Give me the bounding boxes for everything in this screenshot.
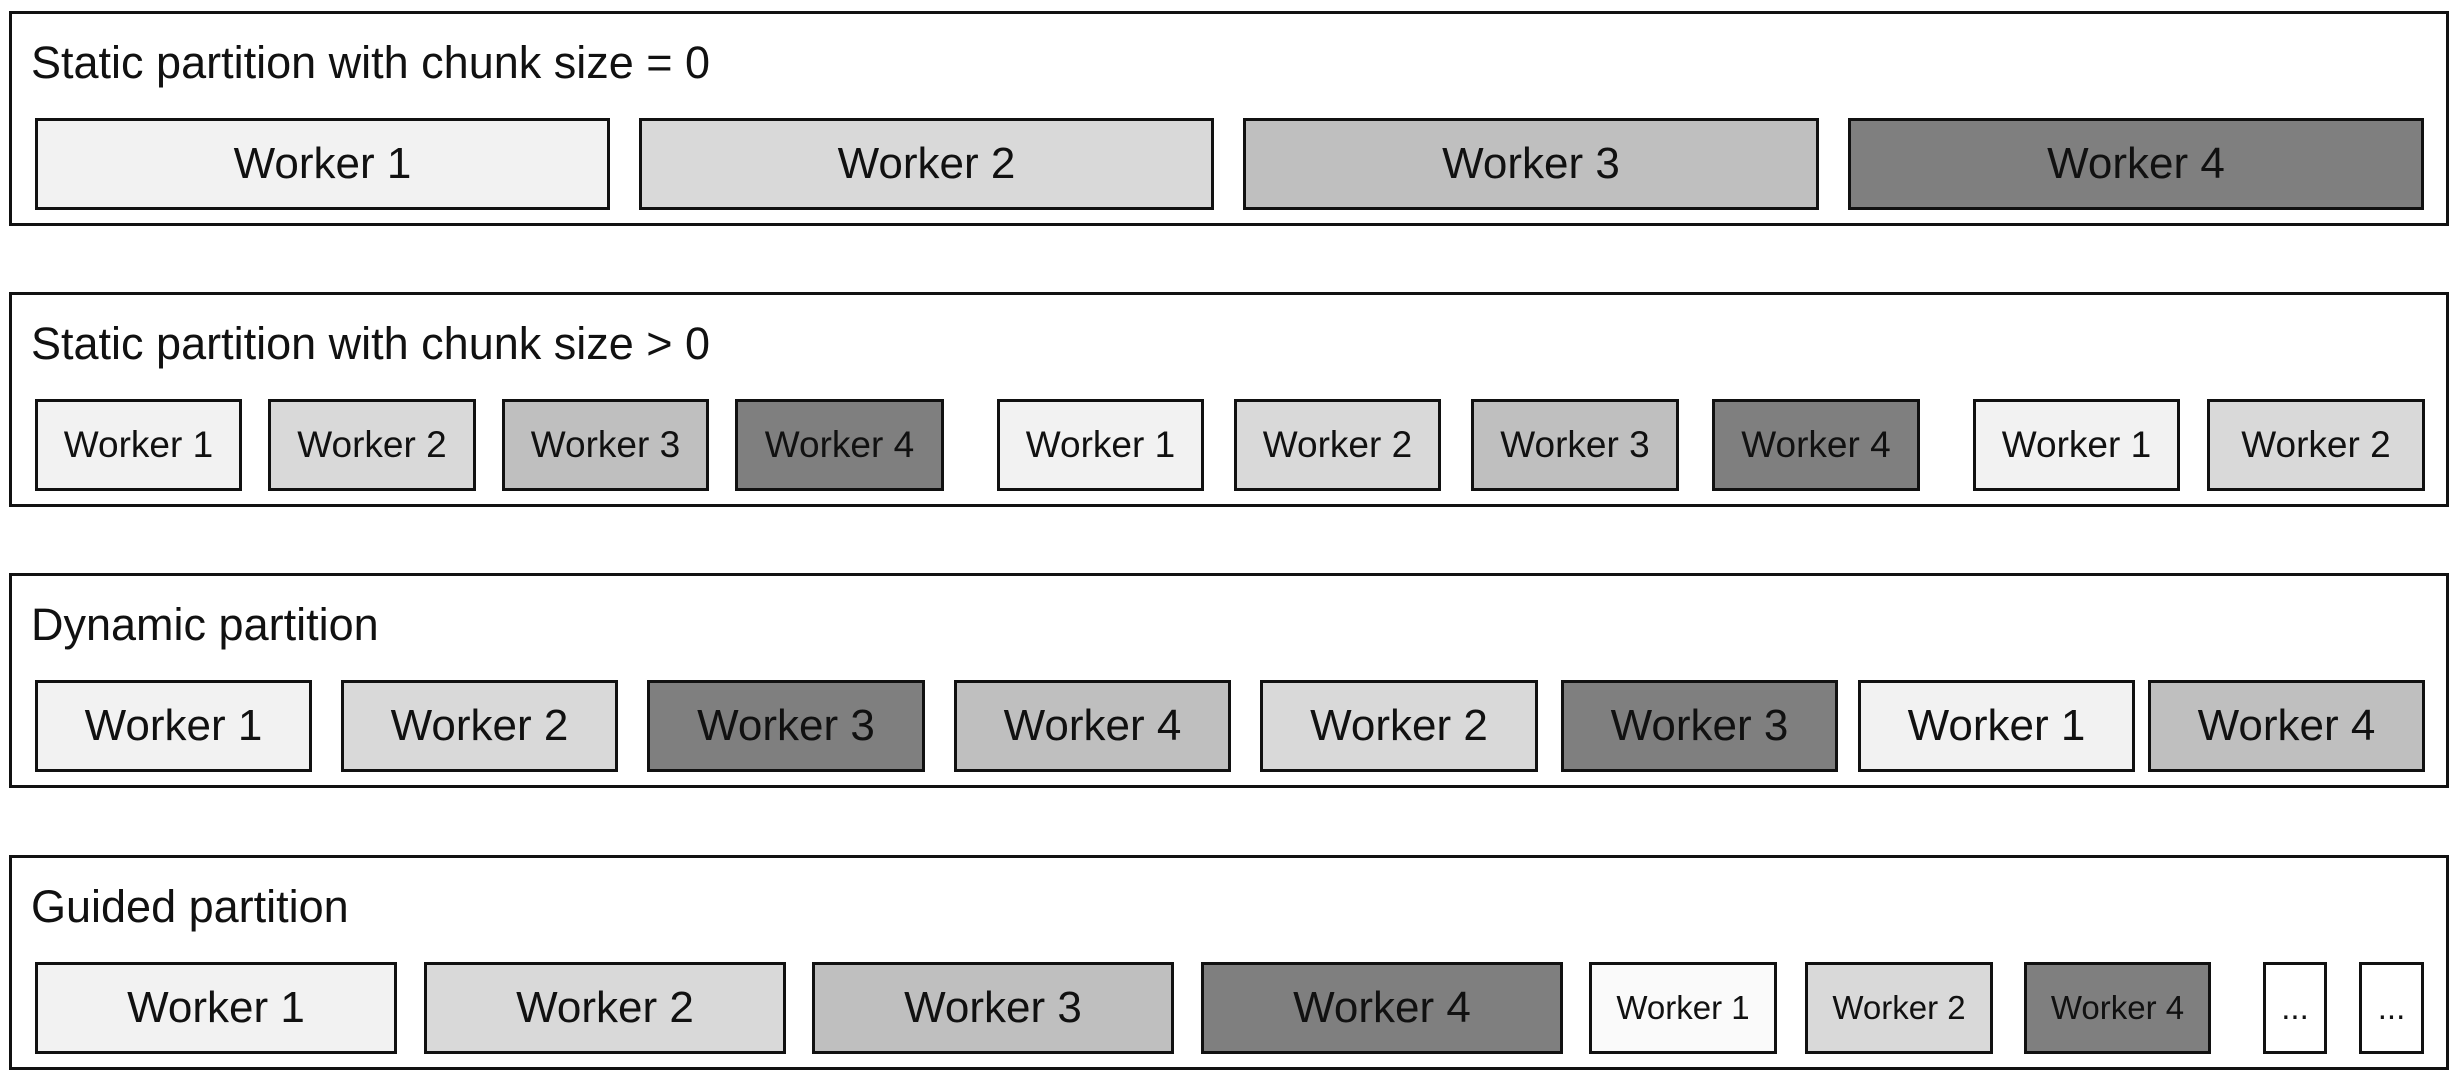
worker-3-block: Worker 3 xyxy=(1561,680,1838,772)
worker-1-block: Worker 1 xyxy=(1589,962,1777,1054)
panel-title: Guided partition xyxy=(31,881,349,932)
worker-1-block: Worker 1 xyxy=(1858,680,2135,772)
worker-3-block: Worker 3 xyxy=(502,399,709,491)
panel-title: Dynamic partition xyxy=(31,599,379,650)
worker-1-block: Worker 1 xyxy=(997,399,1204,491)
worker-1-block: Worker 1 xyxy=(35,680,312,772)
worker-3-block: Worker 3 xyxy=(1471,399,1679,491)
worker-4-block: Worker 4 xyxy=(2024,962,2211,1054)
worker-2-block: Worker 2 xyxy=(639,118,1214,210)
worker-1-block: Worker 1 xyxy=(35,399,242,491)
worker-3-block: Worker 3 xyxy=(1243,118,1819,210)
worker-4-block: Worker 4 xyxy=(2148,680,2425,772)
panel-title: Static partition with chunk size = 0 xyxy=(31,37,711,88)
worker-3-block: Worker 3 xyxy=(812,962,1174,1054)
worker-2-block: Worker 2 xyxy=(1805,962,1993,1054)
worker-2-block: Worker 2 xyxy=(2207,399,2425,491)
guided-partition-panel: Guided partition Worker 1 Worker 2 Worke… xyxy=(9,855,2449,1070)
worker-2-block: Worker 2 xyxy=(1234,399,1441,491)
panel-title: Static partition with chunk size > 0 xyxy=(31,318,711,369)
worker-2-block: Worker 2 xyxy=(424,962,786,1054)
ellipsis-block: ... xyxy=(2359,962,2424,1054)
worker-4-block: Worker 4 xyxy=(1201,962,1563,1054)
ellipsis-block: ... xyxy=(2263,962,2327,1054)
worker-2-block: Worker 2 xyxy=(268,399,476,491)
worker-4-block: Worker 4 xyxy=(954,680,1231,772)
static-partition-chunk-zero-panel: Static partition with chunk size = 0 Wor… xyxy=(9,11,2449,226)
static-partition-chunk-positive-panel: Static partition with chunk size > 0 Wor… xyxy=(9,292,2449,507)
worker-1-block: Worker 1 xyxy=(35,118,610,210)
worker-1-block: Worker 1 xyxy=(35,962,397,1054)
worker-3-block: Worker 3 xyxy=(647,680,925,772)
worker-4-block: Worker 4 xyxy=(1712,399,1920,491)
worker-2-block: Worker 2 xyxy=(341,680,618,772)
worker-4-block: Worker 4 xyxy=(735,399,944,491)
worker-1-block: Worker 1 xyxy=(1973,399,2180,491)
worker-2-block: Worker 2 xyxy=(1260,680,1538,772)
dynamic-partition-panel: Dynamic partition Worker 1 Worker 2 Work… xyxy=(9,573,2449,788)
worker-4-block: Worker 4 xyxy=(1848,118,2424,210)
